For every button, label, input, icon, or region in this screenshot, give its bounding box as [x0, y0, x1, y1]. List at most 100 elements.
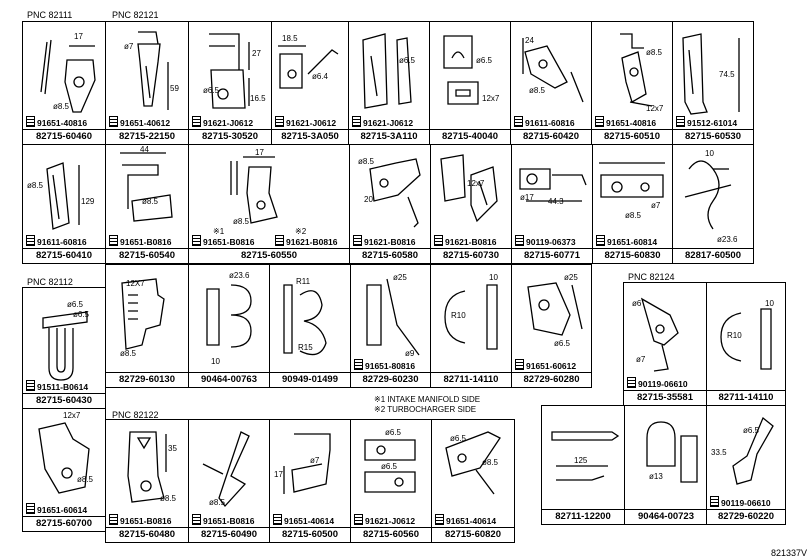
- bolt-icon: [435, 514, 444, 525]
- pnc-label: PNC 82112: [27, 277, 73, 287]
- dimension-label: 12x7: [467, 179, 485, 188]
- dimension-label: 125: [574, 456, 588, 465]
- bolt-icon: [676, 116, 685, 127]
- dimension-label: ø17: [520, 193, 534, 202]
- part-number: 82715-60460: [23, 129, 105, 144]
- dimension-label: 17: [274, 470, 283, 479]
- dimension-label: 10: [211, 357, 220, 366]
- part-cell: ø7 59 91651-40612 82715-22150: [105, 21, 189, 145]
- bolt-icon: [26, 235, 35, 246]
- dimension-label: ø6.4: [312, 72, 329, 81]
- part-number: 82715-60430: [23, 393, 105, 408]
- bolt-icon: [353, 235, 362, 246]
- dimension-label: ø23.6: [229, 271, 250, 280]
- bolt-part-number: 91651-40612: [109, 116, 170, 128]
- bolt-icon: [514, 116, 523, 127]
- dimension-label: ø6.5: [743, 426, 760, 435]
- part-number: 82715-60510: [592, 129, 672, 144]
- dimension-label: 10: [765, 299, 774, 308]
- figure-number: 821337V: [770, 548, 807, 558]
- part-number: 82729-60220: [707, 509, 785, 524]
- bolt-part-number: 91621-B0816: [353, 235, 416, 247]
- bolt-icon: [192, 514, 201, 525]
- dimension-label: R10: [727, 331, 742, 340]
- dimension-label: ø6.5: [399, 56, 416, 65]
- dimension-label: ø7: [124, 42, 134, 51]
- bolt-part-number: 91611-60816: [514, 116, 575, 128]
- dimension-label: 12x7: [63, 411, 81, 420]
- dimension-label: ø23.6: [717, 235, 738, 244]
- bolt-part-number: 91651-60814: [596, 235, 657, 247]
- part-cell: 12X7 ø8.5 82729-60130: [105, 264, 189, 388]
- part-number: 82729-60130: [106, 372, 188, 387]
- dimension-label: 12X7: [126, 279, 145, 288]
- bolt-icon: [109, 116, 118, 127]
- part-number: 82715-22150: [106, 129, 188, 144]
- dimension-label: ø8.5: [646, 48, 663, 57]
- dimension-label: 33.5: [711, 448, 727, 457]
- part-number: 82715-60830: [593, 248, 672, 263]
- bolt-part-number: 91621-B0816: [275, 235, 338, 247]
- part-cell: ø23.6 10 90464-00763: [188, 264, 270, 388]
- dimension-label: ø8.5: [209, 498, 226, 507]
- part-cell: ø25 ø6.5 91651-60612 82729-60280: [511, 264, 592, 388]
- part-number: 82715-60480: [106, 527, 188, 542]
- part-cell: 18.5 ø6.4 91621-J0612 82715-3A050: [271, 21, 349, 145]
- bolt-icon: [710, 496, 719, 507]
- dimension-label: ø8.5: [120, 349, 137, 358]
- part-number: 82715-60490: [189, 527, 269, 542]
- dimension-label: 17: [255, 148, 264, 157]
- bolt-part-number: 91651-B0816: [192, 235, 255, 247]
- part-number: 82715-60560: [351, 527, 431, 542]
- dimension-label: ø6.5: [67, 300, 84, 309]
- note-turbo: ※2 TURBOCHARGER SIDE: [374, 405, 477, 414]
- bolt-icon: [109, 514, 118, 525]
- bolt-icon: [192, 116, 201, 127]
- bolt-icon: [352, 116, 361, 127]
- part-cell: ø6 ø7 90119-06610 82715-35581: [623, 282, 707, 406]
- bolt-icon: [596, 235, 605, 246]
- dimension-label: ø8.5: [482, 458, 499, 467]
- dimension-label: R15: [298, 343, 313, 352]
- dimension-label: 129: [81, 197, 95, 206]
- part-cell: 35 ø8.5 91651-B0816 82715-60480: [105, 419, 189, 543]
- bolt-part-number: 91651-60614: [26, 503, 87, 515]
- dimension-label: R10: [451, 311, 466, 320]
- part-number: 90464-00723: [625, 509, 707, 524]
- note-intake: ※1 INTAKE MANIFOLD SIDE: [374, 395, 481, 404]
- part-number: 82715-35581: [624, 390, 706, 405]
- dimension-label: ø8.5: [142, 197, 159, 206]
- bolt-part-number: 91621-J0612: [192, 116, 253, 128]
- dimension-label: ø8.5: [160, 494, 177, 503]
- part-cell: ø25 ø9 91651-80816 82729-60230: [350, 264, 431, 388]
- bolt-part-number: 91621-J0612: [275, 116, 336, 128]
- part-cell: 27 16.5 ø6.5 91621-J0612 82715-30520: [188, 21, 272, 145]
- dimension-label: 10: [705, 149, 714, 158]
- bolt-part-number: 91512-61014: [676, 116, 737, 128]
- part-number: 82729-60280: [512, 372, 591, 387]
- part-number: 82715-30520: [189, 129, 271, 144]
- bolt-part-number: 91621-J0612: [354, 514, 415, 526]
- dimension-label: 18.5: [282, 34, 298, 43]
- part-cell: ø17 44.3 90119-06373 82715-60771: [511, 144, 593, 264]
- dimension-label: 10: [489, 273, 498, 282]
- bolt-icon: [595, 116, 604, 127]
- part-cell: ø6.5 12x7 82715-40040: [429, 21, 511, 145]
- part-cell: R10 10 82711-14110: [430, 264, 512, 388]
- pnc-label: PNC 82122: [112, 410, 159, 420]
- bolt-part-number: 91651-60612: [515, 359, 576, 371]
- part-cell: 74.5 91512-61014 82715-60530: [672, 21, 754, 145]
- dimension-label: ø7: [636, 355, 646, 364]
- bolt-part-number: 91651-40614: [273, 514, 334, 526]
- bolt-part-number: 91651-B0816: [109, 514, 172, 526]
- part-cell: R10 10 82711-14110: [706, 282, 786, 406]
- part-cell: ø8.5 129 91611-60816 82715-60410: [22, 144, 106, 264]
- dimension-label: ø8.5: [53, 102, 70, 111]
- bolt-part-number: 91651-80816: [354, 359, 415, 371]
- pnc-label: PNC 82111: [27, 10, 73, 20]
- dimension-label: ø9: [405, 349, 415, 358]
- dimension-label: 12x7: [646, 104, 664, 113]
- part-number: 82715-60771: [512, 248, 592, 263]
- part-number: 82715-60730: [431, 248, 511, 263]
- dimension-label: ø6.5: [385, 428, 402, 437]
